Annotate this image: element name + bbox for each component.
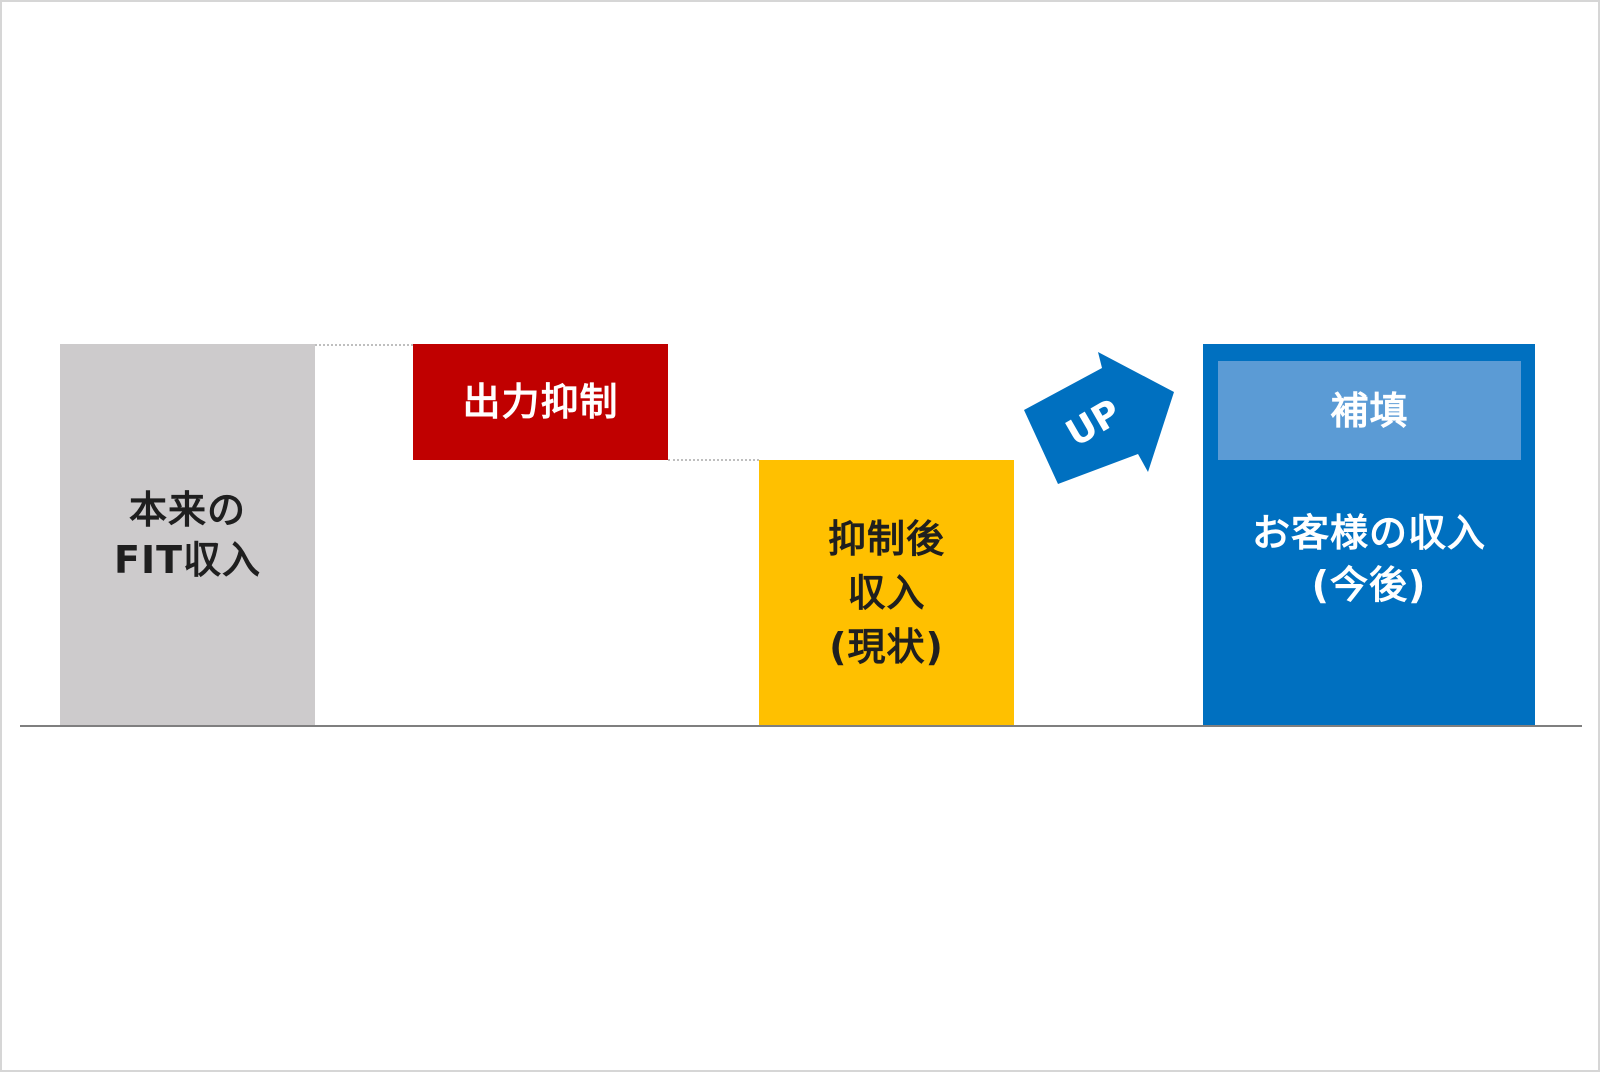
output-curtailment-label: 出力抑制 bbox=[462, 380, 619, 424]
customer-income-label: お客様の収入 (今後) bbox=[1251, 511, 1486, 607]
connector-dotted-line-top bbox=[315, 344, 413, 346]
fit-income-label: 本来の FIT収入 bbox=[113, 488, 262, 582]
fit-income-bar: 本来の FIT収入 bbox=[60, 344, 315, 726]
output-curtailment-bar: 出力抑制 bbox=[413, 344, 668, 460]
connector-dotted-line-middle bbox=[668, 459, 759, 461]
supplement-bar: 補填 bbox=[1218, 361, 1521, 460]
income-after-curtailment-label: 抑制後 収入 (現状) bbox=[827, 517, 945, 669]
up-arrow-icon bbox=[1024, 352, 1174, 484]
income-after-curtailment-bar: 抑制後 収入 (現状) bbox=[759, 460, 1014, 726]
baseline bbox=[20, 725, 1582, 727]
supplement-label: 補填 bbox=[1330, 388, 1409, 433]
